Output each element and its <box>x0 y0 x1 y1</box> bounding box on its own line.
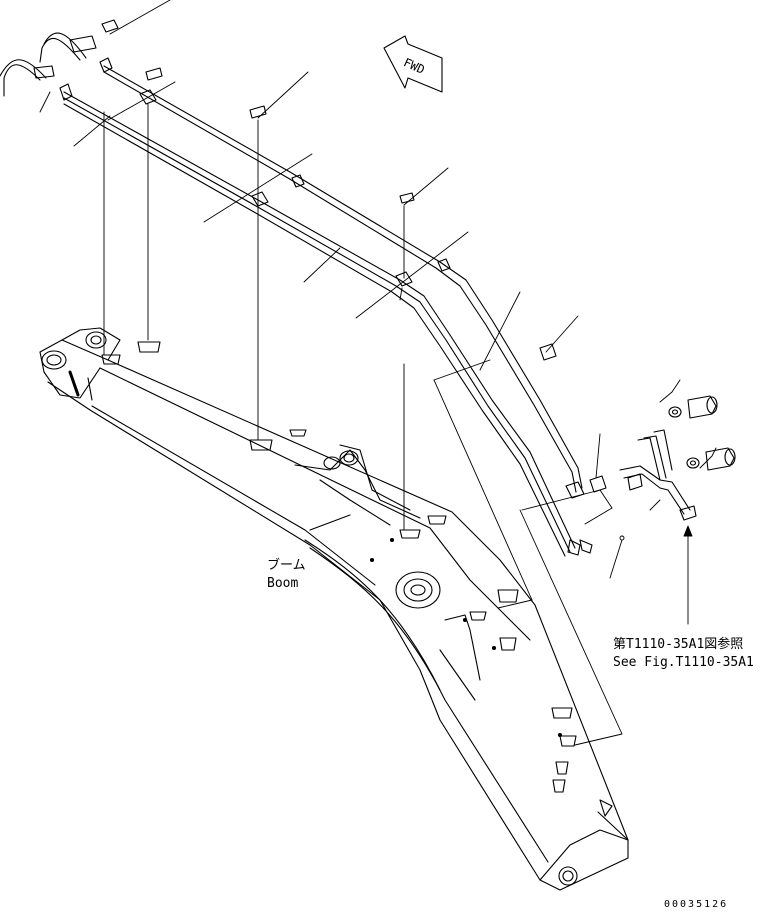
boom-label-en: Boom <box>267 576 298 591</box>
reference-label-jp: 第T1110-35A1図参照 <box>613 636 743 652</box>
drawing-number: 00035126 <box>664 899 728 910</box>
boom-clamps <box>101 341 577 793</box>
bolts-and-washers <box>619 395 736 521</box>
leader-lines <box>39 0 717 746</box>
fwd-arrow-icon <box>383 35 443 93</box>
boom-body <box>39 327 629 891</box>
clamp-parts <box>0 19 557 361</box>
hydraulic-pipes <box>59 57 607 557</box>
fwd-label: FWD <box>401 55 427 77</box>
boom-label-jp: ブーム <box>267 557 306 573</box>
reference-label-en: See Fig.T1110-35A1 <box>613 655 754 670</box>
